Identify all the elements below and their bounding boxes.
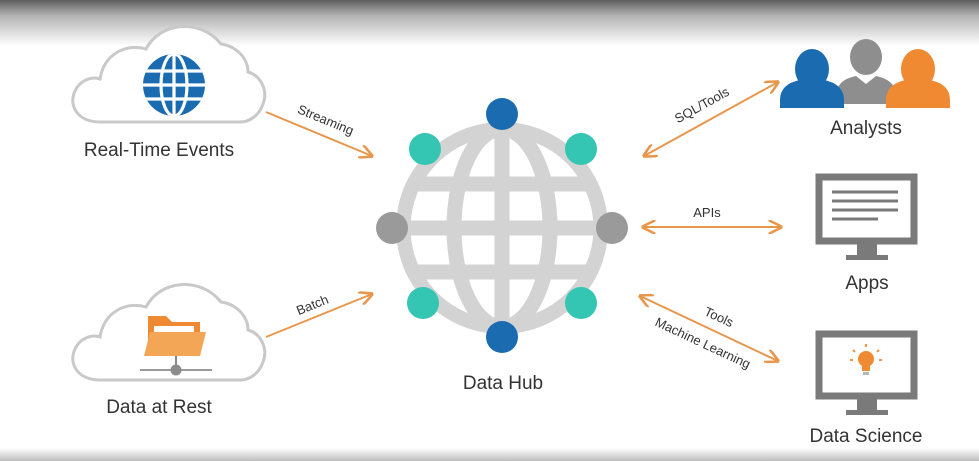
monitor-document-icon [815,173,918,260]
users-icon [780,39,950,108]
tools-label: Tools [702,304,736,331]
hub-point [565,287,597,319]
folder-icon [140,316,212,376]
tools-arrow [640,296,778,361]
analysts-label: Analysts [830,118,902,139]
user-blue-icon [780,49,844,108]
lightbulb-icon [850,344,882,375]
hub-point [596,212,628,244]
globe-network-icon [376,98,628,353]
apps-node: Apps [815,173,918,294]
bottom-banner [0,448,979,461]
user-orange-icon [886,49,950,108]
science-node: Data Science [809,330,923,447]
realtime-label: Real-Time Events [84,140,234,161]
top-banner [0,0,979,46]
user-gray-icon [836,39,896,104]
streaming-arrow [265,111,372,156]
rest-node: Data at Rest [71,282,267,418]
hub-point [407,287,439,319]
hub-point [565,133,597,165]
monitor-lightbulb-icon [815,330,918,415]
hub-point [376,212,408,244]
apps-label: Apps [845,273,888,294]
hub-label: Data Hub [463,373,543,394]
streaming-label: Streaming [295,102,355,139]
science-label: Data Science [809,426,922,447]
hub-point [486,321,518,353]
globe-icon [143,54,205,116]
sql-label: SQL/Tools [672,84,732,126]
sql-arrow [644,82,778,156]
rest-label: Data at Rest [106,397,212,418]
hub-point [486,98,518,130]
batch-arrow [265,294,372,338]
realtime-node: Real-Time Events [71,24,267,161]
hub-node: Data Hub [376,98,628,394]
analysts-node: Analysts [780,39,950,139]
apis-label: APIs [693,205,721,220]
hub-point [409,133,441,165]
